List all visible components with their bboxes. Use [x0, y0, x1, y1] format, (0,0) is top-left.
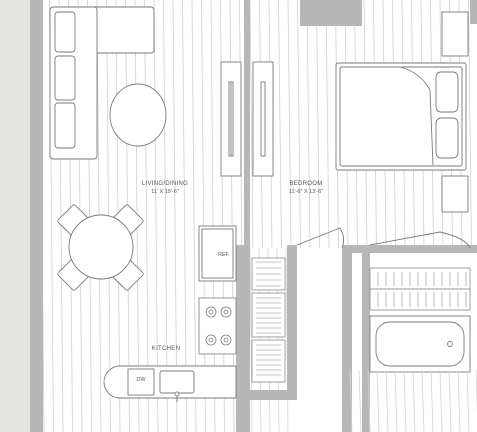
floor-plank-line	[430, 369, 434, 432]
sofa	[49, 6, 155, 160]
floor-plank-line	[448, 369, 452, 432]
floor-plank-line	[163, 0, 168, 432]
kitchen-wall	[236, 245, 250, 432]
east-wall-top	[470, 0, 477, 24]
wardrobe-left	[220, 61, 242, 177]
kitchen-name: KITCHEN	[152, 346, 180, 352]
closet-bottom-wall	[236, 390, 296, 400]
refrigerator	[198, 225, 237, 282]
bath-west-wall	[342, 245, 352, 432]
dw-label: DW	[136, 377, 146, 383]
wardrobe-right	[252, 61, 274, 177]
floor-plank-line	[439, 369, 443, 432]
nightstand-bottom	[441, 175, 469, 213]
closet-side-wall	[287, 245, 297, 400]
stove	[198, 297, 237, 355]
floor-plank-line	[201, 0, 206, 432]
floor-plank-line	[468, 0, 472, 248]
floor-plank-line	[306, 0, 311, 248]
bath-inner-wall	[362, 253, 370, 432]
center-wall	[244, 0, 250, 248]
floor-plank-line	[376, 369, 380, 432]
floor-plank-line	[367, 369, 371, 432]
bed	[335, 11, 469, 213]
floor-plank-line	[385, 369, 389, 432]
floor-plank-line	[349, 369, 353, 432]
column-top	[300, 0, 362, 26]
floor-plank-line	[172, 0, 178, 432]
floor-plank-line	[297, 0, 301, 248]
vanity-lines	[377, 272, 467, 307]
living-room-dims: 11' X 19'-6"	[151, 189, 179, 195]
floor-plank-line	[250, 248, 253, 432]
nightstand-top	[441, 11, 469, 57]
floor-plank-line	[475, 369, 477, 414]
west-wall	[30, 0, 43, 432]
ref-label: REF.	[218, 252, 230, 258]
floor-plank-line	[191, 0, 197, 432]
floor-plank-line	[210, 0, 216, 432]
kitchen-counter	[103, 365, 237, 402]
bath-door	[369, 231, 471, 249]
floor-plank-line	[325, 0, 330, 248]
floor-plank-line	[316, 0, 320, 248]
floor-plank-line	[153, 0, 159, 432]
floor-plank-line	[144, 0, 149, 432]
living-room-name: LIVING/DINING	[142, 181, 188, 187]
living-floor-planks	[43, 0, 244, 432]
floor-plank-line	[43, 280, 45, 432]
bedroom-door	[296, 227, 345, 249]
bath-vanity	[369, 267, 471, 311]
floor-plank-line	[250, 0, 254, 248]
floor-plank-line	[358, 369, 362, 432]
walls	[30, 0, 477, 432]
closet-shelves	[251, 257, 286, 383]
floor-plank-line	[403, 369, 407, 432]
floor-plank-line	[278, 0, 282, 248]
floor-plank-line	[421, 369, 425, 432]
bathtub	[369, 315, 471, 373]
bath-north-wall	[352, 245, 477, 253]
bedroom-dims: 11'-6" X 13'-6"	[289, 189, 323, 195]
floor-plank-line	[412, 369, 416, 432]
bedroom-name: BEDROOM	[289, 181, 322, 187]
bath-floor-lines	[349, 369, 477, 432]
dining-table	[57, 204, 144, 291]
floor-plank-line	[394, 369, 398, 432]
floor-plank-line	[466, 369, 470, 432]
floor-plank-line	[457, 369, 461, 432]
closet-shelf-lines	[256, 261, 281, 376]
ottoman	[109, 83, 167, 147]
floor-plank-line	[182, 0, 187, 432]
floor-plank-line	[287, 0, 292, 248]
exterior-area	[0, 0, 30, 432]
